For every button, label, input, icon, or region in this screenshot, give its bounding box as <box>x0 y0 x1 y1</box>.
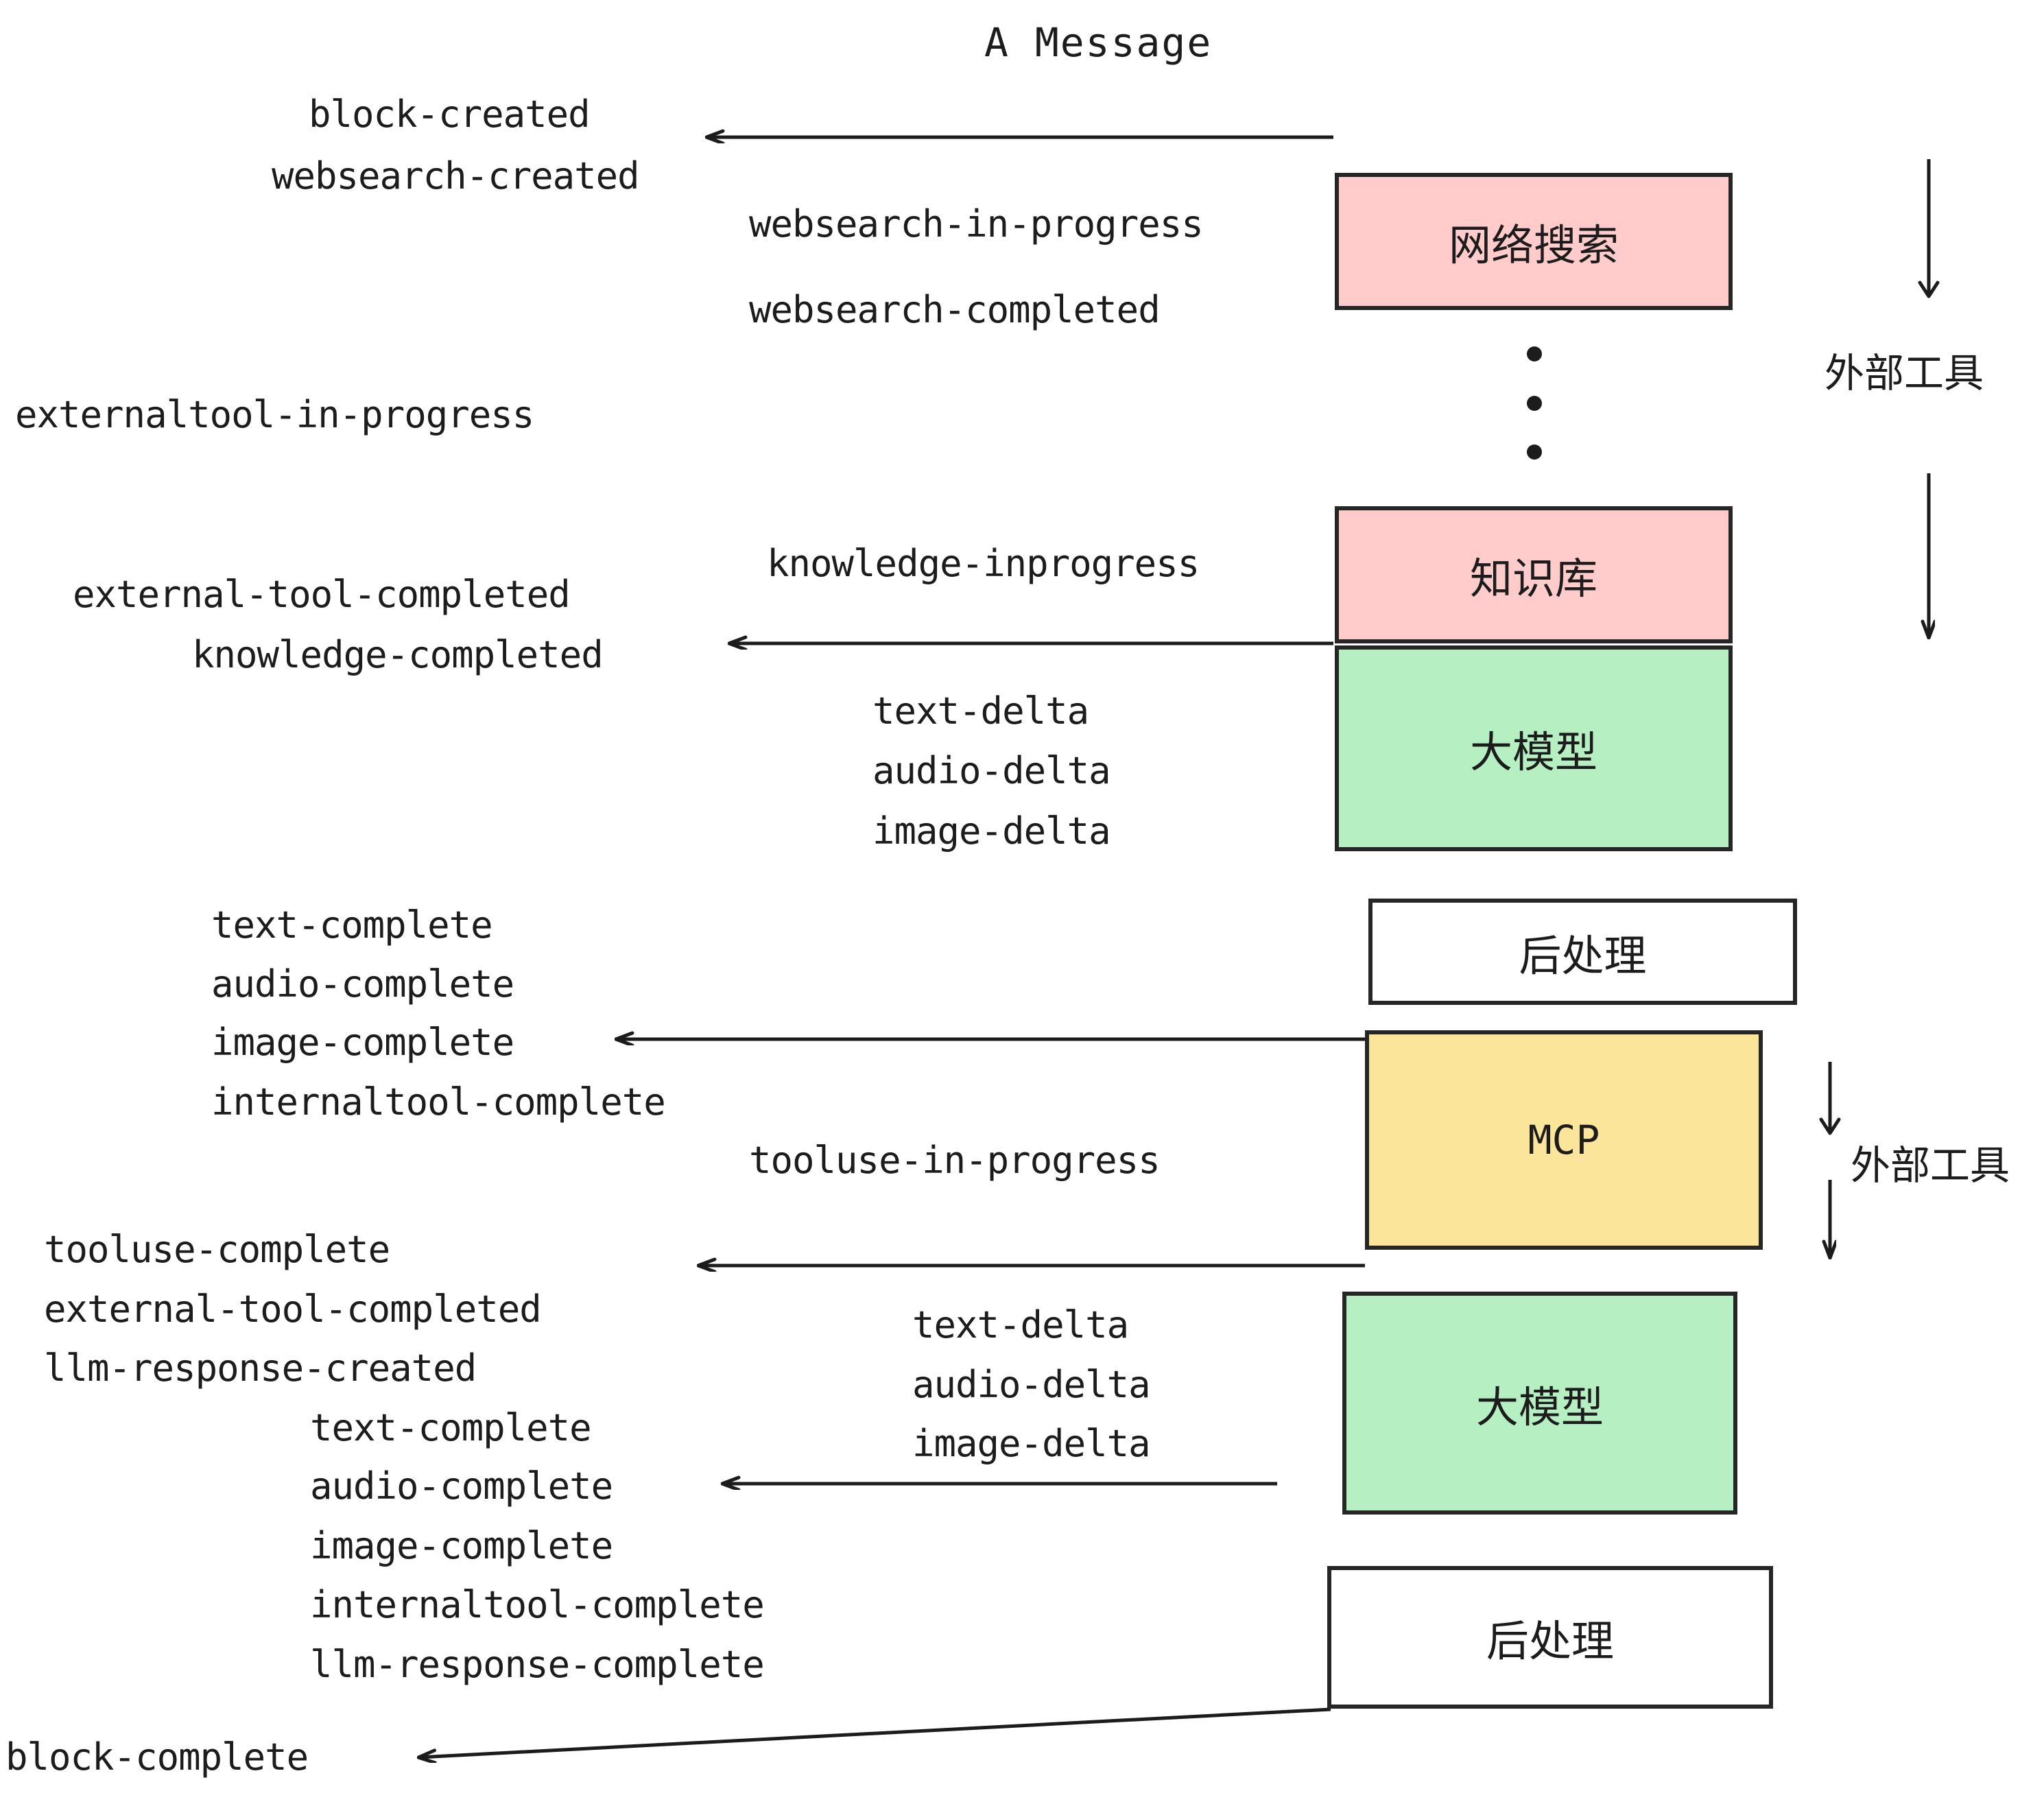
node-websearch[interactable]: 网络搜索 <box>1335 173 1733 310</box>
node-mcp[interactable]: MCP <box>1365 1030 1763 1250</box>
event-image-complete-1: image-complete <box>211 1021 514 1064</box>
event-image-delta-2: image-delta <box>912 1422 1151 1465</box>
node-postprocess-2-label: 后处理 <box>1486 1616 1614 1666</box>
event-knowledge-inprogress: knowledge-inprogress <box>767 542 1200 585</box>
event-internaltool-complete-2: internaltool-complete <box>310 1583 765 1626</box>
event-tooluse-in-progress: tooluse-in-progress <box>749 1139 1161 1182</box>
event-llm-response-complete: llm-response-complete <box>310 1643 765 1686</box>
node-llm-1[interactable]: 大模型 <box>1335 645 1733 851</box>
event-external-tool-completed-2: external-tool-completed <box>44 1287 542 1331</box>
event-externaltool-in-progress: externaltool-in-progress <box>15 393 534 436</box>
node-llm-2[interactable]: 大模型 <box>1342 1292 1737 1515</box>
node-mcp-label: MCP <box>1528 1117 1600 1163</box>
event-text-complete-1: text-complete <box>211 903 493 947</box>
event-block-complete: block-complete <box>5 1735 309 1779</box>
event-llm-response-created: llm-response-created <box>44 1346 477 1390</box>
event-websearch-completed: websearch-completed <box>749 288 1161 331</box>
label-external-tools-bottom: 外部工具 <box>1851 1142 2010 1189</box>
node-postprocess-1[interactable]: 后处理 <box>1368 899 1797 1005</box>
arrow-postprocess2-to-blockcomplete <box>420 1707 1331 1757</box>
vertical-ellipsis-icon <box>1527 346 1542 460</box>
event-tooluse-complete: tooluse-complete <box>44 1228 390 1271</box>
node-postprocess-2[interactable]: 后处理 <box>1327 1566 1773 1709</box>
node-postprocess-1-label: 后处理 <box>1519 930 1647 981</box>
event-image-complete-2: image-complete <box>310 1524 613 1567</box>
diagram-title: A Message <box>984 19 1213 66</box>
event-text-complete-2: text-complete <box>310 1406 592 1449</box>
event-websearch-in-progress: websearch-in-progress <box>749 202 1204 246</box>
node-knowledge-label: 知识库 <box>1469 554 1597 604</box>
event-text-delta-2: text-delta <box>912 1303 1129 1346</box>
event-block-created: block-created <box>309 93 591 136</box>
node-knowledge[interactable]: 知识库 <box>1335 506 1733 643</box>
event-internaltool-complete-1: internaltool-complete <box>211 1080 666 1124</box>
event-knowledge-completed: knowledge-completed <box>192 633 604 676</box>
node-llm-1-label: 大模型 <box>1469 727 1597 777</box>
node-llm-2-label: 大模型 <box>1475 1381 1604 1432</box>
label-external-tools-top: 外部工具 <box>1825 350 1984 396</box>
event-audio-complete-1: audio-complete <box>211 962 514 1006</box>
event-audio-complete-2: audio-complete <box>310 1464 613 1508</box>
event-websearch-created: websearch-created <box>272 154 640 198</box>
node-websearch-label: 网络搜索 <box>1448 220 1619 270</box>
event-audio-delta-1: audio-delta <box>872 749 1111 792</box>
event-external-tool-completed-1: external-tool-completed <box>73 573 571 616</box>
event-image-delta-1: image-delta <box>872 809 1111 853</box>
event-text-delta-1: text-delta <box>872 689 1089 733</box>
event-audio-delta-2: audio-delta <box>912 1363 1151 1406</box>
